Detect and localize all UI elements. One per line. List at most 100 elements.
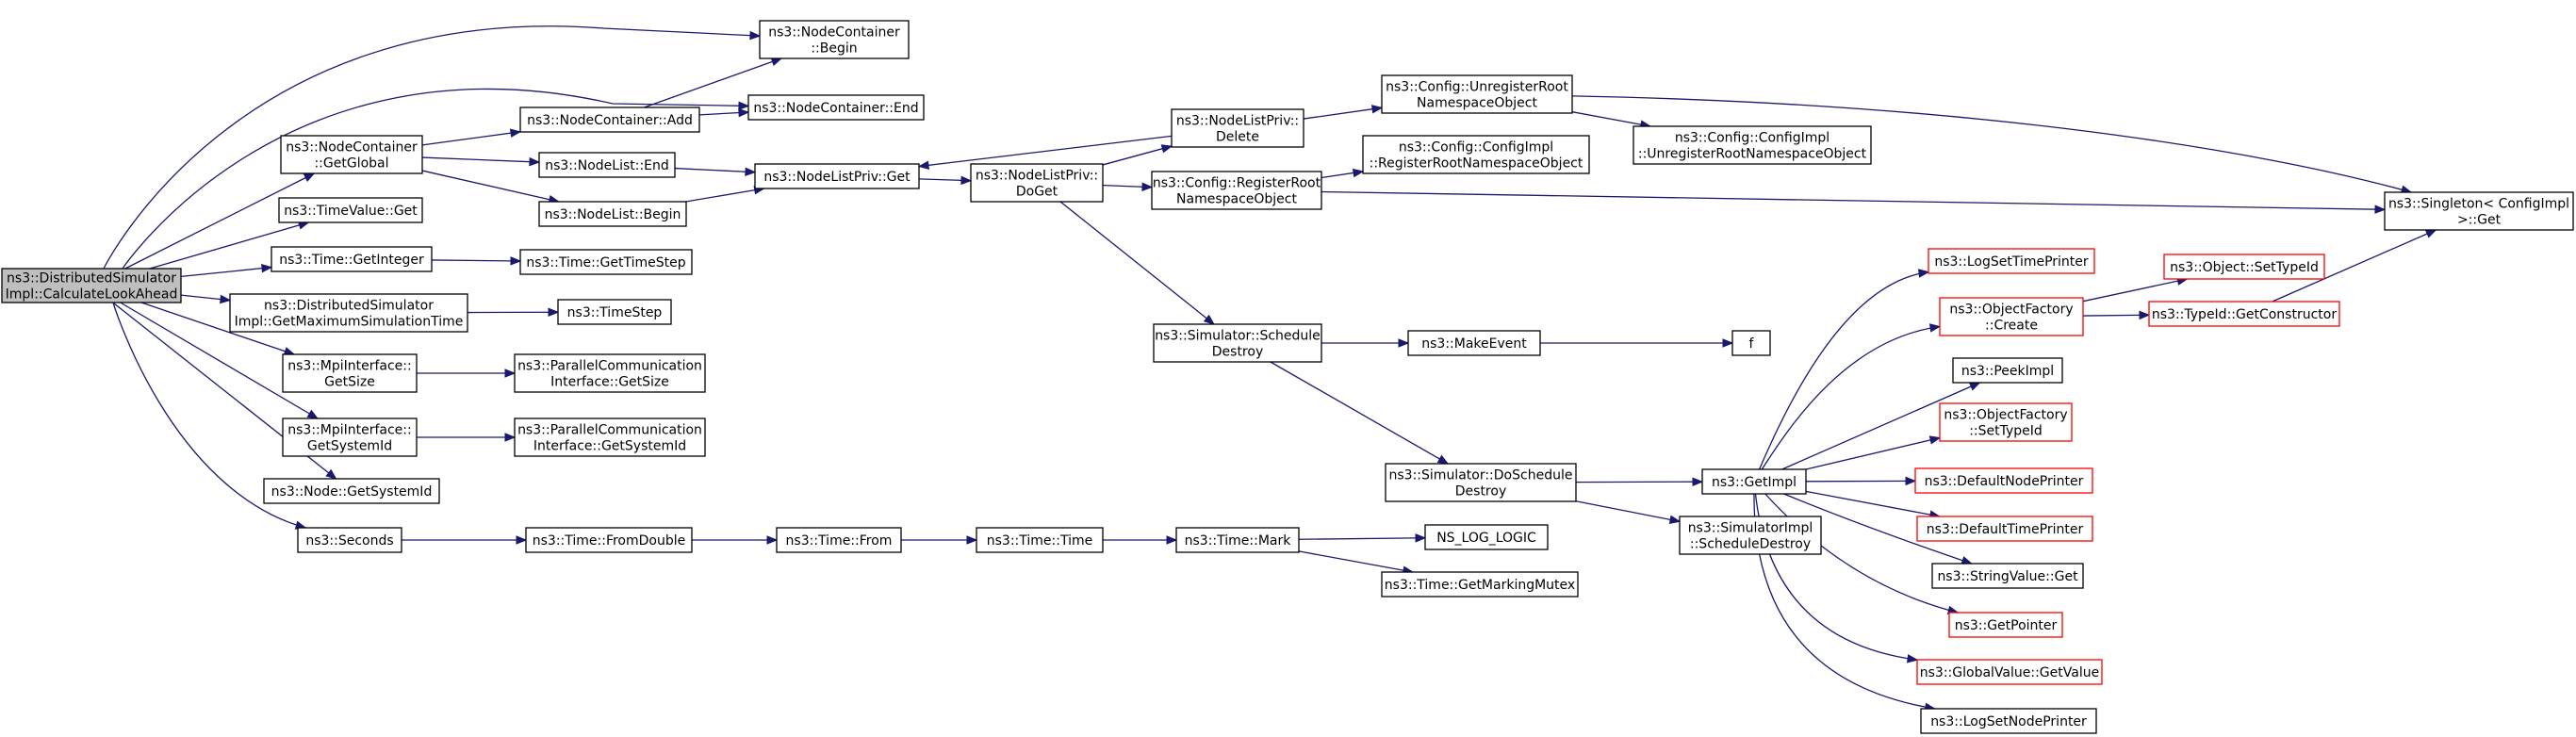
arrowhead <box>770 57 783 66</box>
node-tv-get[interactable]: ns3::TimeValue::Get <box>278 197 423 223</box>
node-logsettime[interactable]: ns3::LogSetTimePrinter <box>1928 248 2095 274</box>
node-obj-settype[interactable]: ns3::Object::SetTypeId <box>2163 254 2325 280</box>
node-simimpl-sched[interactable]: ns3::SimulatorImpl::ScheduleDestroy <box>1679 516 1822 555</box>
node-logsetnode[interactable]: ns3::LogSetNodePrinter <box>1920 708 2097 734</box>
node-root[interactable]: ns3::DistributedSimulatorImpl::Calculate… <box>1 268 182 303</box>
node-label: Destroy <box>1212 345 1263 360</box>
edge-of_create-to-typeid_ctor <box>2082 310 2151 320</box>
arrowhead <box>504 368 517 378</box>
node-box <box>538 201 687 227</box>
node-defnodeprinter[interactable]: ns3::DefaultNodePrinter <box>1914 467 2093 494</box>
node-ds-maxsim[interactable]: ns3::DistributedSimulatorImpl::GetMaximu… <box>229 293 468 333</box>
node-deftimeprinter[interactable]: ns3::DefaultTimePrinter <box>1916 516 2093 542</box>
node-label: ns3::NodeContainer <box>286 140 418 156</box>
node-cfgimpl-reg[interactable]: ns3::Config::ConfigImpl::RegisterRootNam… <box>1362 135 1590 174</box>
node-peekimpl[interactable]: ns3::PeekImpl <box>1952 357 2063 384</box>
edge-line <box>149 221 309 270</box>
node-box <box>1385 463 1577 502</box>
edge-line <box>421 131 521 146</box>
node-box <box>1362 135 1590 174</box>
node-seconds[interactable]: ns3::Seconds <box>297 527 402 553</box>
arrowhead <box>529 156 541 167</box>
arrowhead <box>738 107 750 118</box>
edge-t_mark-to-nslog <box>1298 533 1427 543</box>
node-nc-add[interactable]: ns3::NodeContainer::Add <box>519 106 700 133</box>
edge-sim_sched-to-sim_dosched <box>1270 361 1450 465</box>
node-label: Impl::CalculateLookAhead <box>6 287 178 303</box>
edge-t_getint-to-t_getstep <box>431 256 522 266</box>
node-getimpl[interactable]: ns3::GetImpl <box>1701 468 1807 495</box>
node-nc-begin[interactable]: ns3::NodeContainer::Begin <box>759 20 910 59</box>
node-t-time[interactable]: ns3::Time::Time <box>976 527 1104 553</box>
edge-line <box>2272 229 2437 303</box>
node-t-mark[interactable]: ns3::Time::Mark <box>1175 527 1300 553</box>
node-label: ns3::NodeListPriv:: <box>976 169 1098 184</box>
node-nlp-delete[interactable]: ns3::NodeListPriv::Delete <box>1171 108 1304 148</box>
node-box <box>1939 297 2084 336</box>
edges <box>103 25 2437 712</box>
edge-nlp_doget-to-sim_sched <box>1059 201 1215 325</box>
node-nl-end[interactable]: ns3::NodeList::End <box>538 152 676 178</box>
node-cfg-unreg[interactable]: ns3::Config::UnregisterRootNamespaceObje… <box>1381 74 1573 114</box>
node-label: ns3::PeekImpl <box>1961 364 2054 379</box>
node-box <box>1948 612 2063 638</box>
node-cfgimpl-unreg[interactable]: ns3::Config::ConfigImpl::UnregisterRootN… <box>1633 125 1872 165</box>
node-singleton[interactable]: ns3::Singleton< ConfigImpl >::Get <box>2384 191 2574 231</box>
node-nc-end[interactable]: ns3::NodeContainer::End <box>747 94 925 121</box>
node-label: Interface::GetSize <box>550 375 669 390</box>
arrowhead <box>510 256 522 266</box>
node-label: ns3::NodeListPriv:: <box>1176 114 1299 129</box>
node-typeid-ctor[interactable]: ns3::TypeId::GetConstructor <box>2148 301 2340 327</box>
node-node-sysid[interactable]: ns3::Node::GetSystemId <box>263 478 440 504</box>
node-pci-sysid[interactable]: ns3::ParallelCommunicationInterface::Get… <box>514 418 706 457</box>
node-t-fromdouble[interactable]: ns3::Time::FromDouble <box>525 527 693 553</box>
node-f[interactable]: f <box>1731 330 1771 356</box>
node-t-mutex[interactable]: ns3::Time::GetMarkingMutex <box>1381 571 1579 598</box>
node-sim-sched[interactable]: ns3::Simulator::ScheduleDestroy <box>1153 323 1322 363</box>
node-nl-begin[interactable]: ns3::NodeList::Begin <box>538 201 687 227</box>
node-box <box>1633 125 1872 165</box>
node-t-getstep[interactable]: ns3::Time::GetTimeStep <box>519 249 693 275</box>
edge-line <box>180 266 272 278</box>
edge-line <box>431 259 521 262</box>
node-mpi-size[interactable]: ns3::MpiInterface::GetSize <box>282 353 418 393</box>
node-of-create[interactable]: ns3::ObjectFactory::Create <box>1939 297 2084 336</box>
node-label: ns3::Seconds <box>305 533 393 549</box>
node-box <box>1931 563 2084 589</box>
node-box <box>2384 191 2574 231</box>
edge-line <box>674 167 756 173</box>
arrowhead <box>966 535 978 545</box>
node-nlp-get[interactable]: ns3::NodeListPriv::Get <box>754 163 920 189</box>
edge-mpi_size-to-pci_size <box>417 368 517 378</box>
node-box <box>282 418 418 457</box>
node-pci-size[interactable]: ns3::ParallelCommunicationInterface::Get… <box>514 353 706 393</box>
arrowhead <box>2424 229 2437 238</box>
node-label: ns3::Time::GetTimeStep <box>526 255 685 270</box>
node-cfg-reg[interactable]: ns3::Config::RegisterRootNamespaceObject <box>1151 171 1322 210</box>
node-label: >::Get <box>2457 213 2502 228</box>
node-mpi-sysid[interactable]: ns3::MpiInterface::GetSystemId <box>282 418 418 457</box>
edge-t_fromdouble-to-t_from <box>692 535 779 545</box>
node-strval-get[interactable]: ns3::StringValue::Get <box>1931 563 2084 589</box>
edge-line <box>421 156 540 163</box>
node-nc-getglobal[interactable]: ns3::NodeContainer::GetGlobal <box>280 135 423 174</box>
node-nlp-doget[interactable]: ns3::NodeListPriv::DoGet <box>970 163 1104 203</box>
edge-t_from-to-t_time <box>901 535 978 545</box>
node-nslog[interactable]: NS_LOG_LOGIC <box>1424 524 1549 550</box>
node-getpointer[interactable]: ns3::GetPointer <box>1948 612 2063 638</box>
node-globalval[interactable]: ns3::GlobalValue::GetValue <box>1916 659 2103 685</box>
node-t-from[interactable]: ns3::Time::From <box>776 527 902 553</box>
node-of-settype[interactable]: ns3::ObjectFactory::SetTypeId <box>1939 402 2073 442</box>
node-label: GetSystemId <box>307 439 392 454</box>
edge-getimpl-to-defnodeprinter <box>1805 476 1917 486</box>
edge-sim_dosched-to-simimpl_sched <box>1575 500 1682 524</box>
node-label: ns3::Time::From <box>786 533 893 549</box>
node-t-getint[interactable]: ns3::Time::GetInteger <box>271 246 433 272</box>
node-label: ns3::ParallelCommunication <box>517 359 702 374</box>
node-timestep[interactable]: ns3::TimeStep <box>557 299 672 325</box>
node-box <box>271 246 433 272</box>
arrowhead <box>749 30 762 41</box>
node-box <box>970 163 1104 203</box>
node-makeevent[interactable]: ns3::MakeEvent <box>1407 330 1541 356</box>
